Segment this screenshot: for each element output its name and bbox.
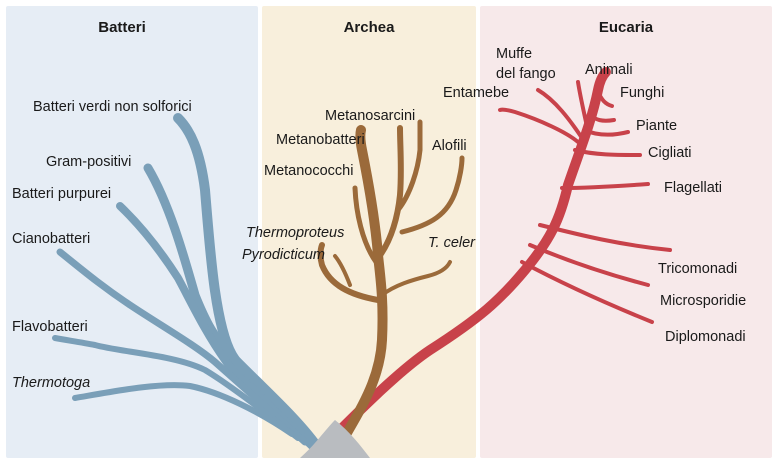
taxon-label: Metanobatteri [276, 132, 365, 148]
branch-flagellates [560, 182, 650, 190]
branch-thermotoga [72, 382, 295, 437]
branch-plants [582, 128, 630, 137]
branch-entamoebae [536, 88, 584, 140]
eukarya-panel [480, 6, 772, 458]
branch-cyanobacteria [56, 248, 309, 446]
branch-trichomonads [538, 223, 672, 252]
taxon-label: Metanococchi [264, 163, 353, 179]
taxon-label: Metanosarcini [325, 108, 415, 124]
archaea-panel [262, 6, 476, 458]
taxon-label: Entamebe [443, 85, 509, 101]
taxon-label: Batteri verdi non solforici [33, 99, 192, 115]
domain-title-eukarya: Eucaria [599, 19, 654, 36]
branch-halophiles [399, 155, 465, 235]
taxon-label: Tricomonadi [658, 261, 737, 277]
domain-title-bacteria: Batteri [98, 19, 146, 36]
taxon-label: Flavobatteri [12, 319, 88, 335]
taxon-label: T. celer [428, 235, 476, 251]
taxon-label: Piante [636, 118, 677, 134]
branch-methanococci [352, 185, 379, 265]
branch-gram-positive [143, 163, 325, 455]
taxon-label: Gram-positivi [46, 154, 131, 170]
taxon-label: Animali [585, 62, 633, 78]
taxon-label: Thermoproteus [246, 225, 344, 241]
branch-green-nonsulfur [173, 113, 327, 457]
taxon-label: Muffe [496, 46, 532, 62]
branch-animals [596, 90, 614, 108]
taxon-label: Flagellati [664, 180, 722, 196]
taxon-label: del fango [496, 66, 556, 82]
taxon-label: Funghi [620, 85, 664, 101]
branch-entamoeba-lower [498, 107, 580, 144]
taxon-label: Pyrodicticum [242, 247, 325, 263]
branch-fungi [588, 113, 616, 123]
taxon-label: Cianobatteri [12, 231, 90, 247]
branch-t-celer [380, 260, 452, 297]
taxon-label: Batteri purpurei [12, 186, 111, 202]
branch-diplomonads [520, 260, 654, 324]
bacteria-branches [52, 113, 327, 457]
taxon-label: Cigliati [648, 145, 692, 161]
eukarya-branches [325, 67, 672, 445]
taxon-label: Thermotoga [12, 375, 90, 391]
branch-pyrodictium [333, 254, 352, 287]
branch-flavobacteria [52, 335, 301, 441]
domain-title-archaea: Archea [344, 19, 396, 36]
branch-methanosarcina [395, 119, 423, 213]
taxon-label: Microsporidie [660, 293, 746, 309]
branch-thermoproteus [317, 242, 381, 303]
branch-ciliates [573, 148, 642, 157]
branch-methanobacteria [375, 125, 404, 261]
tree-root [300, 420, 370, 458]
branch-slime-molds [576, 80, 588, 124]
taxon-label: Alofili [432, 138, 467, 154]
taxon-label: Diplomonadi [665, 329, 746, 345]
branch-microsporidia [528, 243, 650, 287]
archaea-branches [317, 119, 465, 450]
